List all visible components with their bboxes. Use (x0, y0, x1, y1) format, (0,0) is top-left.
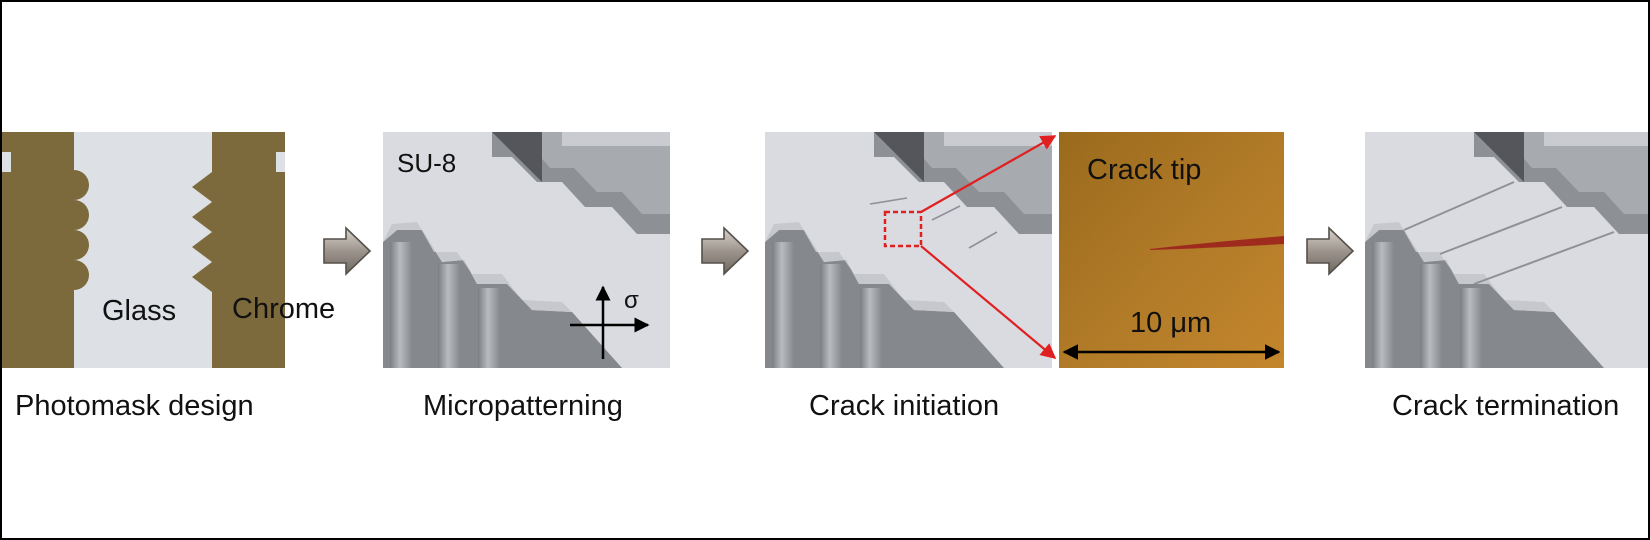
stress-symbol: σ (624, 287, 639, 314)
crack-termination-panel (1365, 132, 1648, 368)
zoom-arrow-bottom (920, 245, 1057, 359)
stress-axes-icon (570, 285, 650, 359)
crack-initiation-caption: Crack initiation (809, 390, 1000, 422)
su8-label: SU-8 (397, 148, 456, 178)
photomask-panel (2, 132, 285, 368)
zoom-arrow-top (920, 135, 1057, 213)
micropatterning-caption: Micropatterning (423, 390, 623, 422)
chrome-label: Chrome (232, 293, 335, 325)
chrome-right (192, 132, 285, 368)
zoom-box-icon (883, 210, 923, 248)
micropatterning-panel (383, 132, 670, 368)
photomask-caption: Photomask design (15, 390, 254, 422)
glass-label: Glass (102, 295, 176, 327)
crack-line (1150, 236, 1284, 250)
process-arrow-icon (323, 226, 372, 276)
process-arrow-icon (1306, 226, 1355, 276)
process-arrow-icon (701, 226, 750, 276)
crack-tip-title: Crack tip (1087, 154, 1201, 186)
crack-initiation-panel (765, 132, 1052, 368)
crack-termination-caption: Crack termination (1392, 390, 1620, 422)
scale-label: 10 μm (1130, 307, 1211, 339)
crack-tip-panel (1059, 132, 1284, 368)
chrome-left (2, 132, 89, 368)
